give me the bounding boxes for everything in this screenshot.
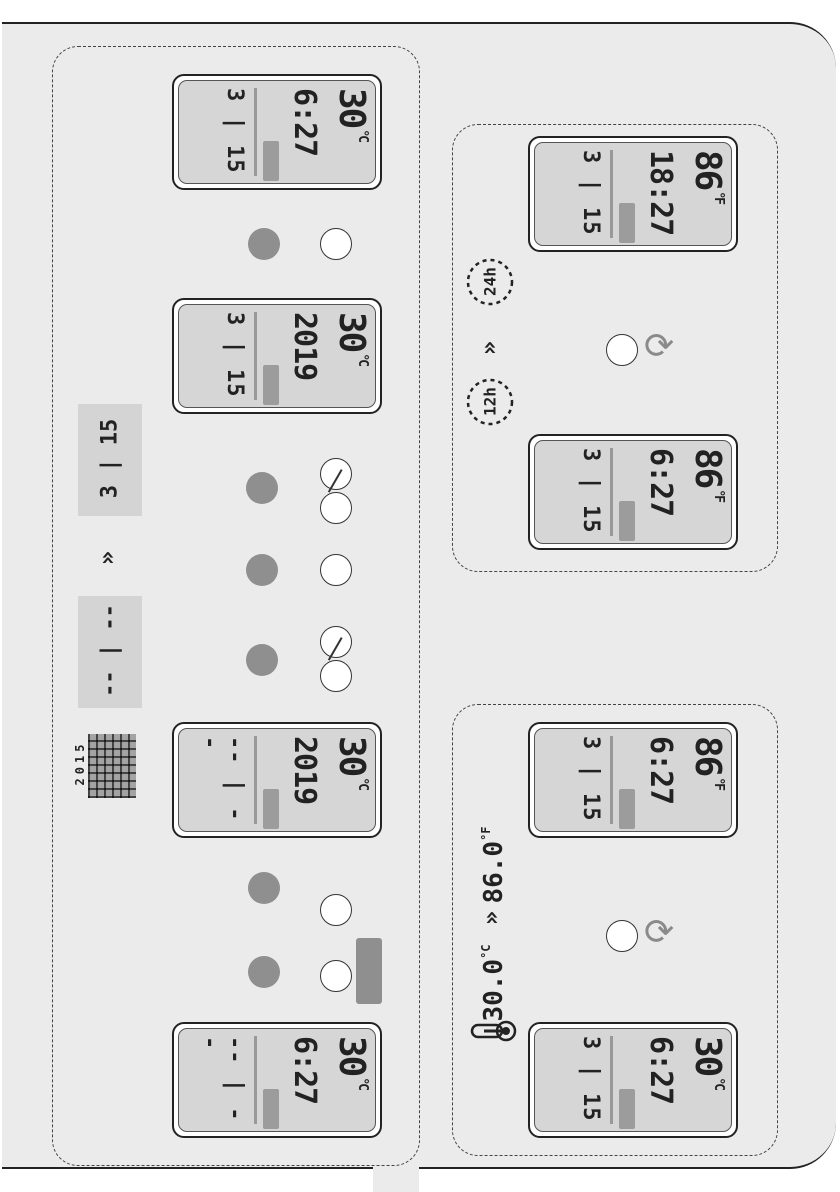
temp-value: 30 bbox=[331, 312, 372, 351]
blank-date-box: -- | -- bbox=[78, 596, 142, 708]
temp-value: 86 bbox=[687, 150, 728, 189]
lcd-display-blank: 30 °C 6:27 -- | -- bbox=[172, 1022, 382, 1138]
fahrenheit-reading: 86.0°F bbox=[466, 832, 522, 896]
lcd-separator bbox=[610, 448, 613, 536]
set-button[interactable] bbox=[320, 960, 352, 992]
fahrenheit-value: 86.0 bbox=[479, 841, 509, 904]
temp-unit: °C bbox=[711, 1077, 726, 1089]
temp-unit: °C bbox=[355, 129, 370, 141]
lcd-display-12h: 86 °F 6:27 3 | 15 bbox=[528, 434, 738, 550]
mode-button[interactable] bbox=[246, 554, 278, 586]
time-value: 6:27 bbox=[645, 1036, 675, 1104]
24h-indicator: 24h bbox=[464, 256, 516, 308]
temp-unit: °F bbox=[711, 489, 726, 501]
mode-button[interactable] bbox=[246, 472, 278, 504]
blank-date-text: -- | -- bbox=[98, 597, 123, 705]
lcd-display-fahrenheit: 86 °F 6:27 3 | 15 bbox=[528, 722, 738, 838]
double-chevron-icon: » bbox=[475, 341, 503, 355]
lcd-separator bbox=[254, 312, 257, 400]
year-value: 2019 bbox=[289, 312, 319, 380]
lcd-display-24h: 86 °F 18:27 3 | 15 bbox=[528, 136, 738, 252]
temp-value: 30 bbox=[331, 1036, 372, 1075]
set-date-box: 3 | 15 bbox=[78, 404, 142, 516]
page-tab bbox=[373, 1162, 419, 1192]
date-blank: -- | -- bbox=[197, 736, 247, 832]
lcd-indicator-bar bbox=[619, 501, 635, 541]
temp-value: 86 bbox=[687, 736, 728, 775]
mode-button[interactable] bbox=[248, 872, 280, 904]
calendar-icon: 2015 bbox=[70, 734, 136, 798]
double-chevron-icon: » bbox=[93, 551, 121, 565]
thermometer-icon bbox=[470, 1016, 518, 1046]
lcd-display-year-blank: 30 °C 2019 -- | -- bbox=[172, 722, 382, 838]
lcd-separator bbox=[610, 150, 613, 238]
date-value: 3 | 15 bbox=[222, 312, 247, 397]
set-button[interactable] bbox=[606, 920, 638, 952]
lcd-indicator-bar bbox=[619, 203, 635, 243]
lcd-separator bbox=[610, 736, 613, 824]
time-value: 6:27 bbox=[289, 88, 319, 156]
date-value: 3 | 15 bbox=[578, 448, 603, 533]
mode-button[interactable] bbox=[246, 644, 278, 676]
fahrenheit-unit: °F bbox=[479, 826, 493, 840]
set-button[interactable] bbox=[606, 334, 638, 366]
set-button[interactable] bbox=[320, 228, 352, 260]
lcd-separator bbox=[254, 1036, 257, 1124]
date-value: 3 | 15 bbox=[578, 150, 603, 235]
down-button[interactable] bbox=[320, 492, 352, 524]
hold-indicator-bar bbox=[356, 938, 382, 1004]
celsius-unit: °C bbox=[479, 944, 493, 958]
date-value: 3 | 15 bbox=[578, 736, 603, 821]
temp-value: 30 bbox=[331, 736, 372, 775]
celsius-reading: 30.0°C bbox=[466, 950, 522, 1014]
lcd-indicator-bar bbox=[263, 789, 279, 829]
up-button[interactable] bbox=[320, 626, 352, 658]
lcd-indicator-bar bbox=[263, 141, 279, 181]
date-blank: -- | -- bbox=[197, 1036, 247, 1132]
time-value: 6:27 bbox=[289, 1036, 319, 1104]
temp-unit: °C bbox=[355, 777, 370, 789]
temp-value: 86 bbox=[687, 448, 728, 487]
12h-indicator: 12h bbox=[464, 376, 516, 428]
set-button[interactable] bbox=[320, 894, 352, 926]
temp-unit: °C bbox=[355, 1077, 370, 1089]
calendar-year: 2015 bbox=[73, 733, 87, 793]
lcd-indicator-bar bbox=[619, 1089, 635, 1129]
temp-unit: °F bbox=[711, 777, 726, 789]
lcd-separator bbox=[254, 88, 257, 176]
temp-value: 30 bbox=[687, 1036, 728, 1075]
lcd-indicator-bar bbox=[619, 789, 635, 829]
set-button[interactable] bbox=[320, 554, 352, 586]
lcd-display-celsius: 30 °C 6:27 3 | 15 bbox=[528, 1022, 738, 1138]
lcd-indicator-bar bbox=[263, 365, 279, 405]
down-button[interactable] bbox=[320, 660, 352, 692]
celsius-text: 30.0°C bbox=[479, 941, 509, 1025]
lcd-display-time: 30 °C 6:27 3 | 15 bbox=[172, 74, 382, 190]
lcd-separator bbox=[254, 736, 257, 824]
time-value: 6:27 bbox=[645, 736, 675, 804]
date-value: 3 | 15 bbox=[222, 88, 247, 173]
up-button[interactable] bbox=[320, 458, 352, 490]
date-value: 3 | 15 bbox=[578, 1036, 603, 1121]
temp-value: 30 bbox=[331, 88, 372, 127]
time-value: 6:27 bbox=[645, 448, 675, 516]
mode-button[interactable] bbox=[248, 228, 280, 260]
double-chevron-icon: » bbox=[477, 911, 505, 925]
set-date-text: 3 | 15 bbox=[98, 405, 123, 513]
temp-unit: °F bbox=[711, 191, 726, 203]
refresh-icon: ⟳ bbox=[644, 326, 674, 367]
celsius-value: 30.0 bbox=[479, 959, 509, 1022]
mode-button[interactable] bbox=[248, 956, 280, 988]
fahrenheit-text: 86.0°F bbox=[479, 823, 509, 907]
temp-unit: °C bbox=[355, 353, 370, 365]
lcd-separator bbox=[610, 1036, 613, 1124]
24h-label: 24h bbox=[481, 262, 500, 302]
year-value: 2019 bbox=[289, 736, 319, 804]
lcd-display-year: 30 °C 2019 3 | 15 bbox=[172, 298, 382, 414]
lcd-indicator-bar bbox=[263, 1089, 279, 1129]
refresh-icon: ⟳ bbox=[644, 912, 674, 953]
time-24h-value: 18:27 bbox=[645, 150, 675, 235]
12h-label: 12h bbox=[481, 382, 500, 422]
